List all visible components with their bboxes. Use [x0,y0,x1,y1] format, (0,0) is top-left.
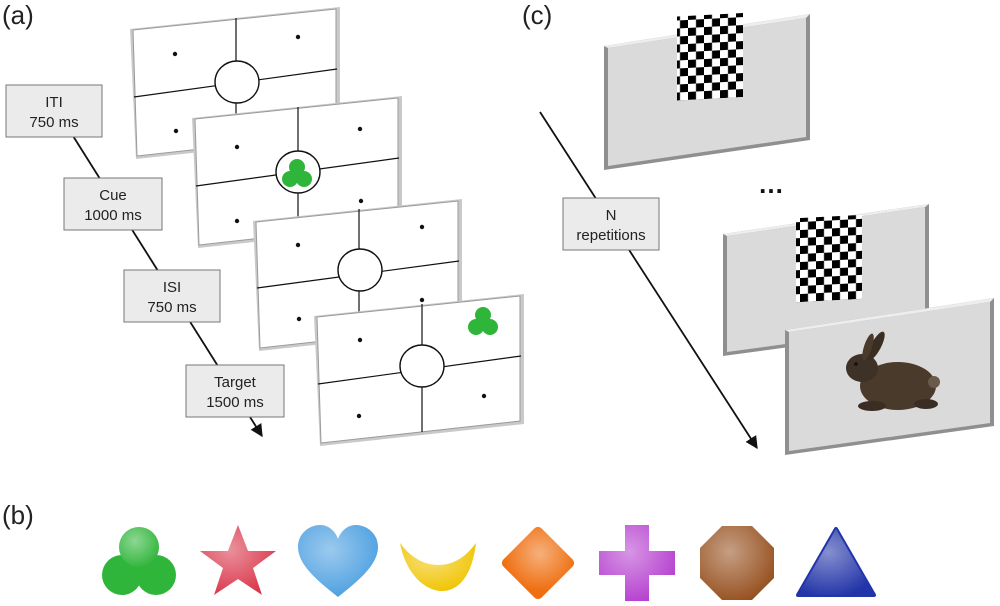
svg-text:750 ms: 750 ms [147,299,196,316]
ellipsis: … [758,169,784,199]
panel-label-a: (a) [2,0,34,30]
star-icon [200,525,276,595]
svg-text:ITI: ITI [45,94,63,111]
svg-text:N: N [606,207,617,224]
phase-label-cue: Cue 1000 ms [63,177,163,231]
screen-cue [192,96,402,248]
repetitions-label: N repetitions [562,197,660,251]
panel-label-c: (c) [522,0,552,30]
timeline-arrow-c [539,111,758,450]
phase-label-target: Target 1500 ms [185,364,285,418]
checkerboard-icon [677,13,743,101]
svg-text:Cue: Cue [99,187,127,204]
panel-label-b: (b) [2,500,34,530]
crescent-icon [400,543,476,591]
screen-target [314,294,524,446]
svg-text:750 ms: 750 ms [29,114,78,131]
octagon-icon [700,526,774,600]
screen-checker-1 [604,13,810,170]
clover-icon [102,527,176,595]
shape-row [102,525,876,601]
heart-icon [298,525,378,597]
checkerboard-icon [796,214,862,303]
svg-text:Target: Target [214,374,257,391]
rabbit-icon [846,331,940,411]
svg-text:ISI: ISI [163,279,181,296]
svg-text:1000 ms: 1000 ms [84,207,142,224]
svg-text:1500 ms: 1500 ms [206,394,264,411]
svg-text:repetitions: repetitions [576,227,645,244]
cross-icon [599,525,675,601]
diamond-icon [501,526,575,600]
screen-rabbit [785,298,994,455]
triangle-icon [796,527,876,597]
phase-label-iti: ITI 750 ms [5,84,103,138]
phase-label-isi: ISI 750 ms [123,269,221,323]
